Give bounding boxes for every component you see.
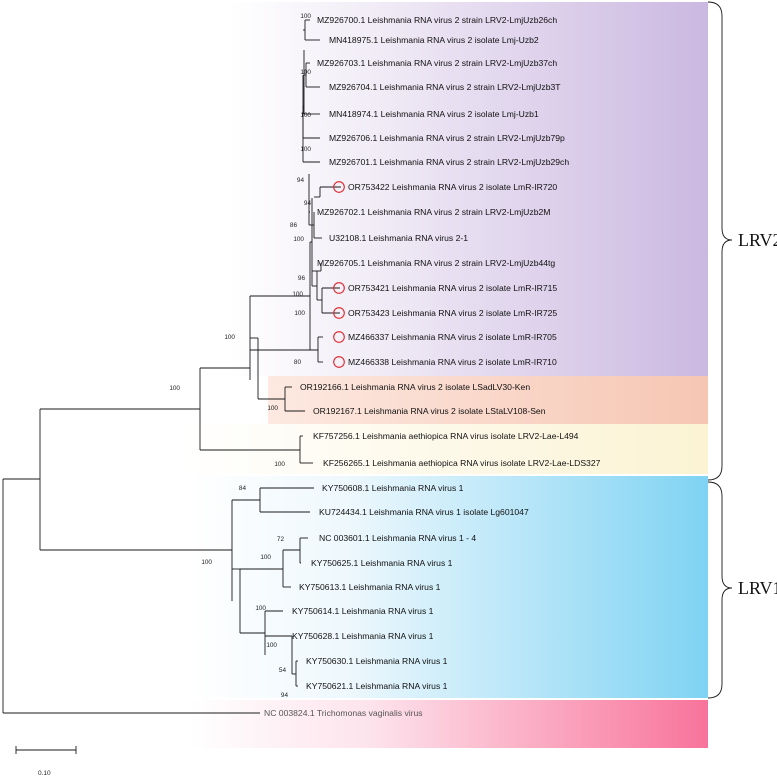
bootstrap-value: 80 xyxy=(294,359,302,366)
taxon-label: MZ926706.1 Leishmania RNA virus 2 strain… xyxy=(329,133,565,143)
taxon-label: MN418974.1 Leishmania RNA virus 2 isolat… xyxy=(329,109,539,119)
taxon-label: MZ466338 Leishmania RNA virus 2 isolate … xyxy=(348,357,557,367)
scale-bar-label: 0.10 xyxy=(38,770,51,777)
taxon-label: KY750614.1 Leishmania RNA virus 1 xyxy=(292,606,434,616)
sample-marker-icon xyxy=(333,181,345,193)
taxon-label: KY750608.1 Leishmania RNA virus 1 xyxy=(322,483,464,493)
bootstrap-value: 72 xyxy=(277,536,285,543)
bootstrap-value: 86 xyxy=(290,222,298,229)
taxon-label: OR753423 Leishmania RNA virus 2 isolate … xyxy=(348,308,557,318)
bootstrap-value: 100 xyxy=(300,13,311,20)
sample-marker-icon xyxy=(333,331,345,343)
bootstrap-value: 100 xyxy=(274,461,285,468)
lrv1-clade-band xyxy=(190,476,708,698)
taxon-label: MZ926705.1 Leishmania RNA virus 2 strain… xyxy=(317,258,555,268)
sample-markers xyxy=(333,181,345,368)
lrv2-clade-band xyxy=(228,2,708,376)
bootstrap-value: 100 xyxy=(266,642,277,649)
bootstrap-value: 100 xyxy=(255,605,266,612)
lrv2-label: LRV2 xyxy=(738,230,777,250)
bootstrap-value: 94 xyxy=(297,177,305,184)
taxon-label: MZ926704.1 Leishmania RNA virus 2 strain… xyxy=(329,82,561,92)
taxon-label: MZ926703.1 Leishmania RNA virus 2 strain… xyxy=(317,58,557,68)
aethiopica-band xyxy=(180,424,708,474)
taxon-label: KY750628.1 Leishmania RNA virus 1 xyxy=(292,631,434,641)
taxon-label: KY750613.1 Leishmania RNA virus 1 xyxy=(299,582,441,592)
bootstrap-value: 100 xyxy=(267,405,278,412)
taxon-label: MN418975.1 Leishmania RNA virus 2 isolat… xyxy=(329,35,539,45)
taxon-label: KY750621.1 Leishmania RNA virus 1 xyxy=(306,681,448,691)
bootstrap-values: 100 100 100 100 94 94 86 100 96 100 100 80 100 100 100… xyxy=(169,13,311,699)
bootstrap-value: 100 xyxy=(300,69,311,76)
bootstrap-value: 96 xyxy=(298,275,306,282)
bootstrap-value: 100 xyxy=(292,291,303,298)
taxon-label: KY750625.1 Leishmania RNA virus 1 xyxy=(311,558,453,568)
taxon-label: OR192166.1 Leishmania RNA virus 2 isolat… xyxy=(300,382,530,392)
bootstrap-value: 100 xyxy=(293,236,304,243)
bootstrap-value: 100 xyxy=(260,554,271,561)
taxon-labels: MZ926700.1 Leishmania RNA virus 2 strain… xyxy=(264,15,601,718)
taxon-label: MZ466337 Leishmania RNA virus 2 isolate … xyxy=(348,332,557,342)
bootstrap-value: 94 xyxy=(281,692,289,699)
bootstrap-value: 100 xyxy=(294,310,305,317)
taxon-label: OR753422 Leishmania RNA virus 2 isolate … xyxy=(348,182,557,192)
taxon-label: OR753421 Leishmania RNA virus 2 isolate … xyxy=(348,283,557,293)
lrv1-bracket xyxy=(707,481,733,699)
bootstrap-value: 100 xyxy=(201,559,212,566)
taxon-label: MZ926700.1 Leishmania RNA virus 2 strain… xyxy=(317,15,557,25)
sample-marker-icon xyxy=(333,282,345,294)
lrv2-subclade-band xyxy=(268,376,708,424)
taxon-label: NC 003824.1 Trichomonas vaginalis virus xyxy=(264,708,423,718)
taxon-label: KF256265.1 Leishmania aethiopica RNA vir… xyxy=(323,458,601,468)
outgroup-band xyxy=(190,700,708,748)
bootstrap-value: 100 xyxy=(224,334,235,341)
taxon-label: KF757256.1 Leishmania aethiopica RNA vir… xyxy=(313,431,579,441)
bootstrap-value: 100 xyxy=(169,385,180,392)
taxon-label: MZ926702.1 Leishmania RNA virus 2 strain… xyxy=(317,207,550,217)
taxon-label: U32108.1 Leishmania RNA virus 2-1 xyxy=(329,233,468,243)
tree-branches xyxy=(2,19,341,714)
bootstrap-value: 54 xyxy=(279,667,287,674)
sample-marker-icon xyxy=(333,356,345,368)
lrv1-label: LRV1 xyxy=(738,578,777,598)
taxon-label: OR192167.1 Leishmania RNA virus 2 isolat… xyxy=(313,406,546,416)
bootstrap-value: 84 xyxy=(239,485,247,492)
taxon-label: MZ926701.1 Leishmania RNA virus 2 strain… xyxy=(329,157,569,167)
bootstrap-value: 100 xyxy=(300,146,311,153)
taxon-label: KY750630.1 Leishmania RNA virus 1 xyxy=(306,656,448,666)
bootstrap-value: 100 xyxy=(300,112,311,119)
bootstrap-value: 94 xyxy=(304,200,312,207)
sample-marker-icon xyxy=(333,307,345,319)
lrv2-bracket xyxy=(707,1,733,481)
taxon-label: NC 003601.1 Leishmania RNA virus 1 - 4 xyxy=(319,533,476,543)
taxon-label: KU724434.1 Leishmania RNA virus 1 isolat… xyxy=(319,507,529,517)
